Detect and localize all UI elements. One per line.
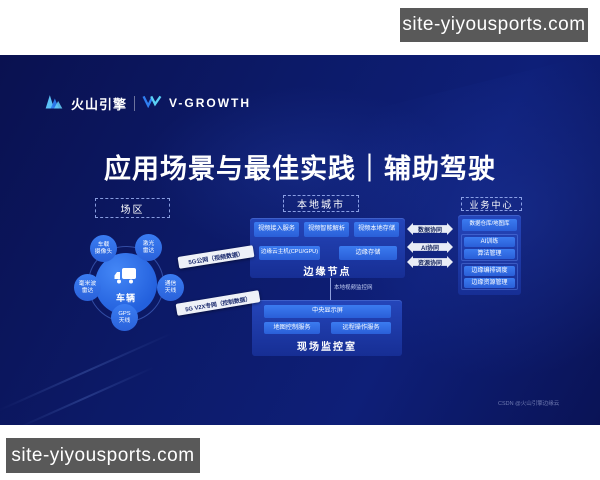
- brand-row: 火山引擎 V-GROWTH: [44, 91, 251, 115]
- satellite-comm-antenna: 通信 天线: [157, 274, 184, 301]
- zone-tag: 场区: [95, 198, 170, 218]
- vehicle-label: 车辆: [115, 292, 136, 303]
- chip-central-display: 中央显示屏: [264, 305, 391, 318]
- satellite-onboard-camera: 车载 摄像头: [90, 235, 117, 262]
- business-center-tag: 业务中心: [461, 197, 522, 211]
- connector-line: [330, 278, 331, 300]
- watermark-text: site-yiyousports.com: [402, 14, 586, 35]
- brand-divider: [134, 95, 136, 111]
- chip-video-local-storage: 视频本地存储: [354, 222, 399, 237]
- credit-text: CSDN @火山引擎边缘云: [498, 401, 560, 407]
- business-group-edge: [461, 263, 518, 290]
- light-streak: [0, 332, 173, 412]
- watermark-top: site-yiyousports.com: [400, 8, 588, 42]
- arrow-resource-sync: 资源协同: [407, 256, 453, 268]
- chip-map-control-service: 地图控制服务: [264, 322, 320, 334]
- chip-video-ai-analysis: 视频智能解析: [304, 222, 349, 237]
- edge-node-label: 边缘节点: [303, 267, 352, 278]
- satellite-gps-antenna: GPS 天线: [111, 304, 138, 331]
- chip-data-warehouse-map-library: 数据仓库/地图库: [462, 219, 517, 231]
- chip-video-access-service: 视频接入服务: [254, 222, 299, 237]
- arrow-data-sync: 数据协同: [407, 223, 453, 235]
- light-streak: [16, 366, 154, 425]
- chip-edge-cloud-host: 边缘云主机(CPU/GPU): [259, 246, 320, 260]
- local-city-tag: 本地城市: [283, 195, 359, 212]
- connector-label: 本地视频监控网: [334, 285, 373, 291]
- watermark-text: site-yiyousports.com: [11, 444, 195, 466]
- w-logo-icon: [142, 94, 162, 113]
- watermark-bottom: site-yiyousports.com: [6, 438, 200, 473]
- satellite-lidar: 激光 雷达: [135, 234, 162, 261]
- arrow-ai-sync: AI协同: [407, 241, 453, 253]
- business-group-ai: [461, 234, 518, 261]
- vgrowth-label: V-GROWTH: [169, 96, 252, 110]
- chip-edge-orchestration: 边缘编排调度: [464, 266, 515, 276]
- chip-remote-operation-service: 远程操作服务: [331, 322, 391, 334]
- mountain-icon: [44, 93, 64, 114]
- monitor-room-label: 现场监控室: [297, 342, 357, 353]
- satellite-mmwave-radar: 毫米波 雷达: [74, 274, 101, 301]
- chip-edge-storage: 边缘存储: [339, 246, 397, 260]
- truck-icon: [113, 265, 139, 290]
- volcano-engine-label: 火山引擎: [71, 96, 128, 112]
- chip-edge-resource-management: 边缘资源管理: [464, 278, 515, 288]
- chip-algorithm-management: 算法管理: [464, 249, 515, 259]
- chip-ai-training: AI训练: [464, 237, 515, 247]
- page-title: 应用场景与最佳实践｜辅助驾驶: [104, 154, 496, 184]
